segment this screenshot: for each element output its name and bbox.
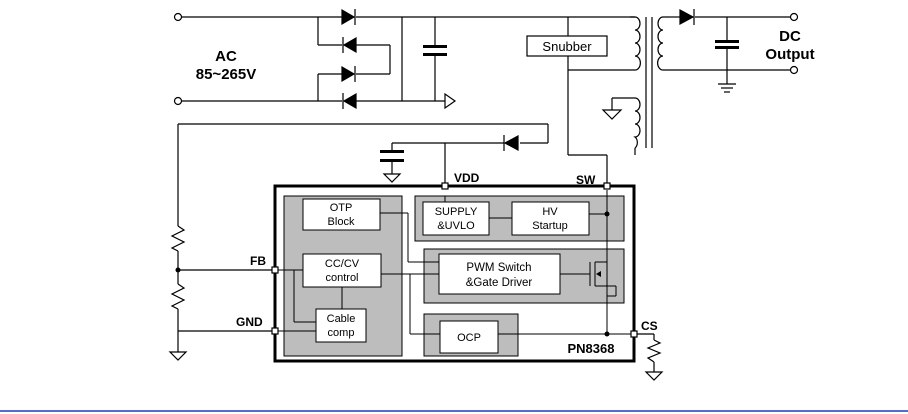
- cs-ground-icon: [644, 371, 664, 381]
- bridge-diode-3: [341, 65, 356, 83]
- dc-output-terminal-top: [789, 12, 799, 22]
- vdd-ground-icon: [382, 173, 402, 183]
- vdd-capacitor: [380, 150, 404, 153]
- cable-comp-block: [315, 308, 367, 343]
- output-diode: [679, 8, 695, 26]
- aux-ground-icon: [601, 109, 623, 120]
- cccv-label-2: control: [325, 272, 358, 284]
- ocp-label: OCP: [457, 332, 481, 344]
- vdd-pin: [441, 182, 449, 190]
- vdd-label: VDD: [454, 171, 480, 185]
- bridge-diode-1: [341, 8, 356, 26]
- aux-diode: [503, 134, 519, 152]
- snubber-label: Snubber: [542, 39, 592, 54]
- cable-label-2: comp: [328, 327, 355, 339]
- bridge-diode-2: [342, 36, 357, 54]
- hv-label-1: HV: [542, 206, 558, 218]
- bulk-ground-icon: [444, 92, 457, 110]
- ac-terminal-top: [173, 12, 183, 22]
- bridge-diode-4: [342, 92, 357, 110]
- dc-output-terminal-bottom: [789, 65, 799, 75]
- pwm-label-2: &Gate Driver: [466, 277, 533, 289]
- fb-pin: [271, 266, 279, 274]
- fb-label: FB: [250, 254, 266, 268]
- output-capacitor: [715, 40, 739, 43]
- dc-label: DC: [779, 28, 801, 45]
- output-ground-icon: [718, 83, 736, 93]
- hv-startup-block: [511, 201, 590, 236]
- snubber-block: [526, 35, 608, 57]
- bridge-rectifier: [317, 16, 403, 102]
- otp-label-1: OTP: [330, 202, 353, 214]
- ac-voltage-label: 85~265V: [196, 66, 256, 83]
- supply-label-1: SUPPLY: [435, 206, 478, 218]
- cable-label-1: Cable: [327, 313, 356, 325]
- cccv-label-1: CC/CV: [325, 258, 360, 270]
- supply-uvlo-block: [422, 201, 490, 236]
- supply-label-2: &UVLO: [437, 220, 475, 232]
- pwm-driver-block: [438, 253, 561, 295]
- otp-block: [302, 198, 381, 231]
- ac-label: AC: [215, 48, 237, 65]
- fb-ground-icon: [168, 351, 188, 361]
- sw-pin: [603, 182, 611, 190]
- ac-terminal-bottom: [173, 96, 183, 106]
- transformer: [568, 16, 670, 149]
- gnd-label: GND: [236, 315, 263, 329]
- bulk-capacitor: [423, 45, 447, 48]
- hv-label-2: Startup: [532, 220, 567, 232]
- ocp-block: [439, 320, 499, 354]
- otp-label-2: Block: [328, 216, 355, 228]
- chip-name-label: PN8368: [568, 341, 615, 356]
- cs-pin: [630, 330, 638, 338]
- dc-output-label: Output: [765, 46, 814, 63]
- sw-label: SW: [576, 173, 596, 187]
- cs-label: CS: [641, 319, 658, 333]
- mosfet-arrow-icon: [596, 271, 601, 277]
- gnd-pin: [271, 327, 279, 335]
- pwm-label-1: PWM Switch: [466, 262, 531, 274]
